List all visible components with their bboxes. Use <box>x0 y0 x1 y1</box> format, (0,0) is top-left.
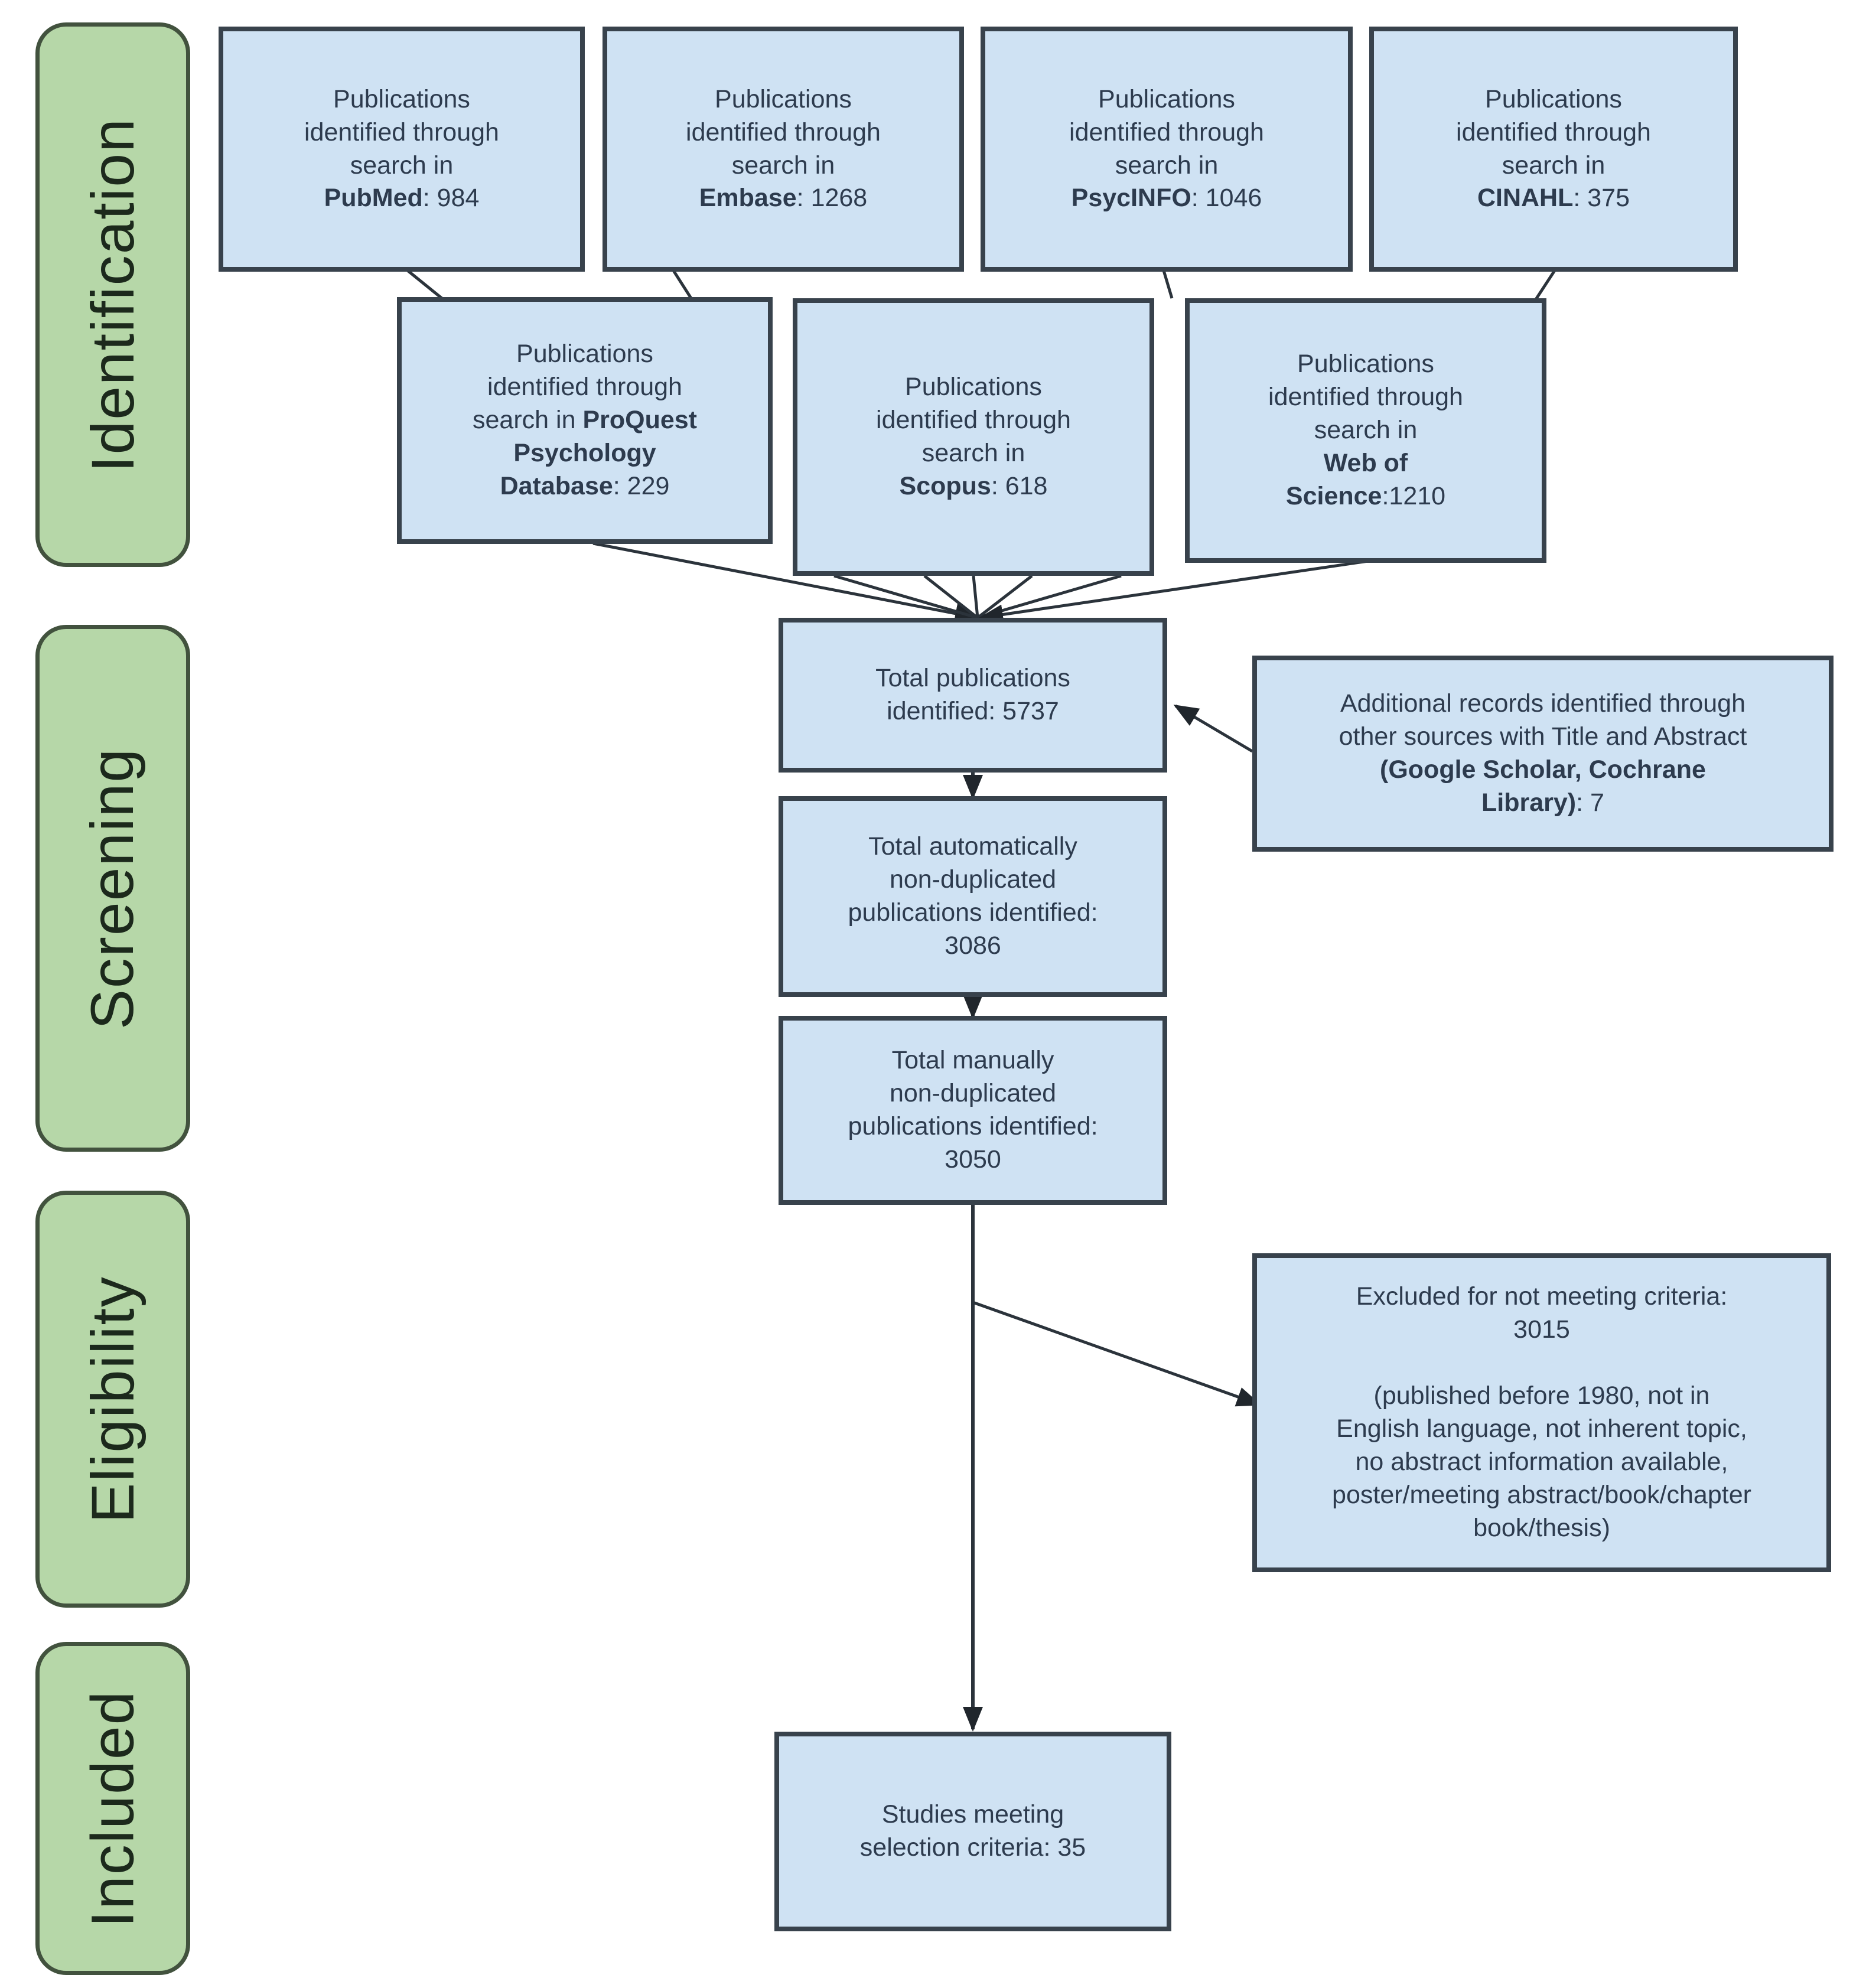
stage-included-label: Included <box>79 1690 146 1927</box>
stage-identification: Identification <box>35 22 190 567</box>
box-manual-dedup: Total manually non-duplicated publicatio… <box>779 1016 1167 1205</box>
box-pubmed: Publications identified through search i… <box>219 27 585 272</box>
box-psycinfo: Publications identified through search i… <box>981 27 1353 272</box>
stage-eligibility: Eligibility <box>35 1191 190 1608</box>
box-scopus: Publications identified through search i… <box>793 298 1154 576</box>
stage-identification-label: Identification <box>79 117 146 472</box>
box-total-identified: Total publications identified: 5737 <box>779 618 1167 773</box>
box-excluded: Excluded for not meeting criteria: 3015 … <box>1252 1253 1831 1572</box>
stage-eligibility-label: Eligibility <box>79 1275 146 1523</box>
box-embase: Publications identified through search i… <box>603 27 964 272</box>
stage-included: Included <box>35 1642 190 1975</box>
stage-screening: Screening <box>35 625 190 1152</box>
box-additional-records: Additional records identified through ot… <box>1252 656 1834 852</box>
box-proquest: Publications identified through search i… <box>397 297 773 544</box>
stage-screening-label: Screening <box>79 747 146 1029</box>
box-included-studies: Studies meeting selection criteria: 35 <box>774 1732 1171 1931</box>
box-web-of-science: Publications identified through search i… <box>1185 298 1546 563</box>
box-auto-dedup: Total automatically non-duplicated publi… <box>779 796 1167 997</box>
box-cinahl: Publications identified through search i… <box>1369 27 1738 272</box>
